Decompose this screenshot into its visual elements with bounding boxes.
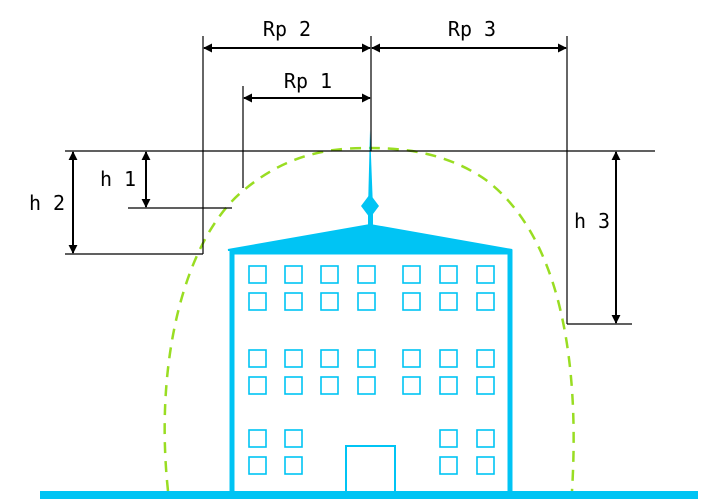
window	[284, 292, 303, 311]
window	[357, 349, 376, 368]
building-facade	[229, 249, 513, 497]
h1-label: h 1	[100, 167, 136, 191]
building	[227, 223, 513, 497]
window	[402, 376, 421, 395]
h3-label: h 3	[574, 209, 610, 233]
window	[402, 349, 421, 368]
window	[476, 349, 495, 368]
window	[439, 429, 458, 448]
window	[439, 456, 458, 475]
window	[248, 429, 267, 448]
window	[357, 376, 376, 395]
rp1-label: Rp 1	[284, 69, 332, 93]
window	[357, 265, 376, 284]
window	[476, 265, 495, 284]
window	[248, 376, 267, 395]
window	[320, 349, 339, 368]
window	[248, 349, 267, 368]
window	[320, 265, 339, 284]
rp2-label: Rp 2	[263, 17, 311, 41]
window	[439, 349, 458, 368]
window	[476, 456, 495, 475]
window	[402, 292, 421, 311]
window	[476, 429, 495, 448]
window	[320, 376, 339, 395]
window	[439, 376, 458, 395]
window	[284, 376, 303, 395]
window	[357, 292, 376, 311]
window	[284, 456, 303, 475]
lightning-rod-icon	[361, 130, 379, 227]
window	[402, 265, 421, 284]
window	[248, 292, 267, 311]
window	[284, 265, 303, 284]
building-windows	[248, 265, 495, 475]
h2-label: h 2	[29, 191, 65, 215]
window	[476, 376, 495, 395]
window	[476, 292, 495, 311]
window	[284, 429, 303, 448]
building-door	[345, 445, 396, 495]
window	[320, 292, 339, 311]
window	[284, 349, 303, 368]
rp3-label: Rp 3	[448, 17, 496, 41]
window	[439, 292, 458, 311]
window	[248, 265, 267, 284]
window	[248, 456, 267, 475]
window	[439, 265, 458, 284]
building-roof	[227, 223, 513, 251]
